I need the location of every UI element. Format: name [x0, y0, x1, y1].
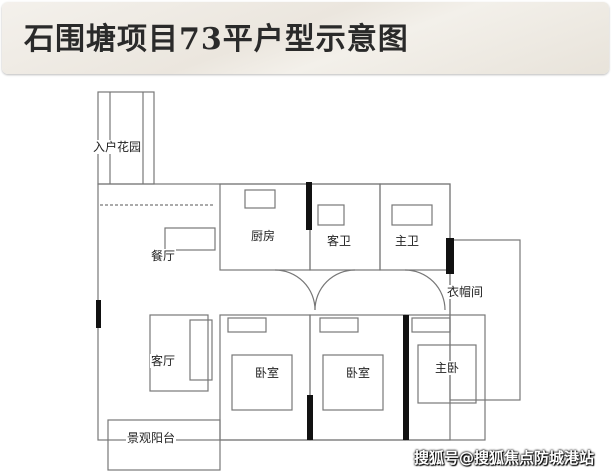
- room-label-kitchen: 厨房: [250, 229, 277, 243]
- room-label-master-bath: 主卫: [394, 234, 421, 248]
- room-label-entry-garden: 入户花园: [92, 140, 143, 154]
- room-label-living: 客厅: [150, 354, 177, 368]
- main-walls: [97, 183, 451, 441]
- title-banner: 石围塘项目73平户型示意图: [2, 2, 609, 74]
- master-bedroom-walls: [404, 314, 486, 441]
- room-label-dining: 餐厅: [150, 249, 177, 263]
- room-label-guest-bath: 客卫: [326, 234, 353, 248]
- guest-bath-walls: [309, 183, 381, 271]
- room-label-master-bedroom: 主卧: [434, 361, 461, 375]
- room-label-cloakroom: 衣帽间: [446, 285, 485, 299]
- entry-garden-area: [97, 91, 155, 185]
- balcony-walls: [107, 419, 221, 471]
- kitchen-walls: [219, 183, 311, 271]
- room-label-balcony: 景观阳台: [126, 431, 177, 445]
- page-title: 石围塘项目73平户型示意图: [24, 22, 409, 57]
- watermark: 搜狐号@搜狐焦点防城港站: [414, 449, 595, 467]
- room-label-bedroom-1: 卧室: [254, 366, 281, 380]
- master-bath-walls: [379, 183, 451, 271]
- room-label-bedroom-2: 卧室: [345, 366, 372, 380]
